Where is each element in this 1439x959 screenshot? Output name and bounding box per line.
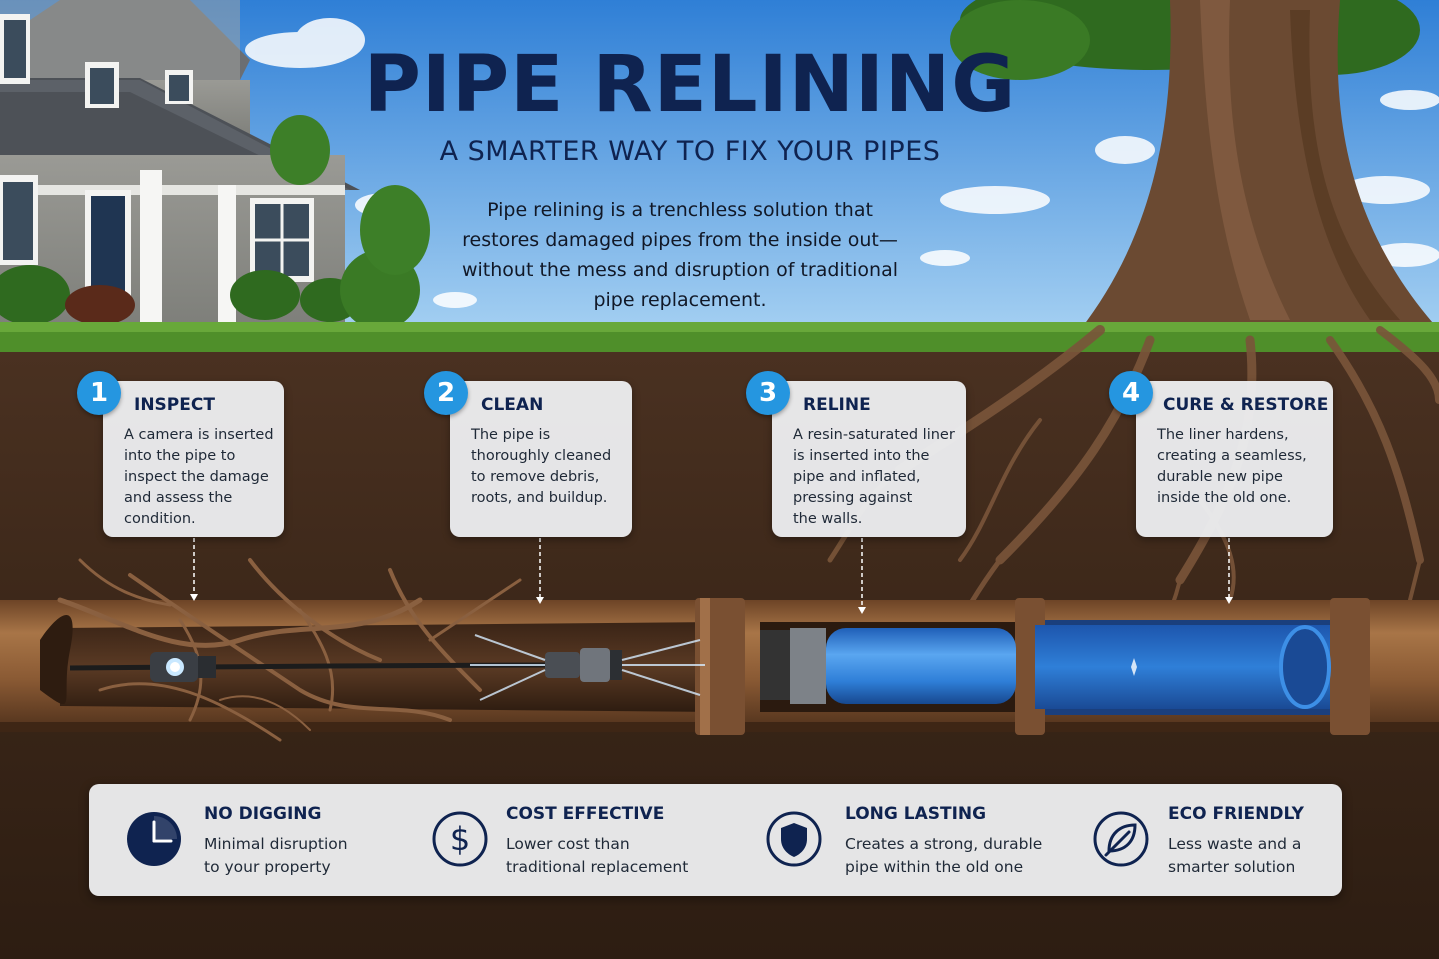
header: PIPE RELINING A SMARTER WAY TO FIX YOUR … [360,40,1020,167]
benefit-long-lasting: LONG LASTING Creates a strong, durable p… [765,784,1065,896]
leaf-icon [1093,811,1149,867]
step-desc-line: pipe and inflated, [793,469,921,485]
step-desc-line: inspect the damage [124,469,269,485]
benefit-title: NO DIGGING [204,804,322,824]
benefit-desc-line: Minimal disruption [204,835,348,853]
step-desc-line: A camera is inserted [124,427,274,443]
step-desc-line: The liner hardens, [1157,427,1289,443]
benefit-title: ECO FRIENDLY [1168,804,1304,824]
step-desc-line: into the pipe to [124,448,236,464]
benefit-title: LONG LASTING [845,804,987,824]
cleaning-tool [329,634,705,701]
step-desc-line: to remove debris, [471,469,600,485]
page-subtitle: A SMARTER WAY TO FIX YOUR PIPES [439,136,941,167]
step-desc-line: pressing against [793,490,913,506]
step-desc-line: is inserted into the [793,448,930,464]
step-card-reline: RELINE A resin-saturated liner is insert… [772,381,966,537]
page-title: PIPE RELINING [363,40,1017,130]
benefit-description: Creates a strong, durable pipe within th… [845,833,1085,879]
step-title: CLEAN [481,395,544,415]
step-desc-line: and assess the [124,490,233,506]
clouds [245,18,1439,308]
intro-text: Pipe relining is a trenchless solution t… [440,195,920,315]
step-connectors [193,538,1230,610]
intro-line: Pipe relining is a trenchless solution t… [487,199,873,221]
benefit-desc-line: pipe within the old one [845,858,1024,876]
step-desc-line: inside the old one. [1157,490,1292,506]
svg-text:$: $ [450,820,470,858]
benefit-desc-line: traditional replacement [506,858,689,876]
step-card-inspect: INSPECT A camera is inserted into the pi… [103,381,284,537]
step-description: A camera is inserted into the pipe to in… [124,425,274,530]
tree-illustration [950,0,1439,330]
step-desc-line: creating a seamless, [1157,448,1307,464]
benefit-desc-line: Creates a strong, durable [845,835,1043,853]
step-desc-line: A resin-saturated liner [793,427,955,443]
pipe-roots [57,558,522,742]
benefits-panel: NO DIGGING Minimal disruption to your pr… [89,784,1342,896]
shield-icon [766,811,822,867]
benefit-cost-effective: $ COST EFFECTIVE Lower cost than traditi… [431,784,731,896]
bushes [0,115,430,330]
step-desc-line: The pipe is [471,427,551,443]
step-number-badge: 4 [1109,371,1153,415]
connector-arrows [190,594,1233,614]
benefit-desc-line: Less waste and a [1168,835,1302,853]
step-desc-line: roots, and buildup. [471,490,608,506]
step-title: RELINE [803,395,871,415]
benefit-desc-line: Lower cost than [506,835,630,853]
step-desc-line: durable new pipe [1157,469,1283,485]
step-card-clean: CLEAN The pipe is thoroughly cleaned to … [450,381,632,537]
step-desc-line: thoroughly cleaned [471,448,612,464]
step-title: INSPECT [134,395,215,415]
step-desc-line: condition. [124,511,196,527]
clock-icon [127,812,181,866]
benefit-title: COST EFFECTIVE [506,804,665,824]
step-title: CURE & RESTORE [1163,395,1329,415]
step-desc-line: the walls. [793,511,863,527]
dollar-icon: $ [432,811,488,867]
step-number-badge: 2 [424,371,468,415]
intro-line: without the mess and disruption of tradi… [461,259,898,281]
benefit-no-digging: NO DIGGING Minimal disruption to your pr… [125,784,405,896]
benefit-desc-line: smarter solution [1168,858,1296,876]
step-number-badge: 1 [77,371,121,415]
inspection-camera [69,652,331,682]
benefit-eco-friendly: ECO FRIENDLY Less waste and a smarter so… [1092,784,1332,896]
benefit-description: Lower cost than traditional replacement [506,833,746,879]
benefit-description: Minimal disruption to your property [204,833,444,879]
step-number-badge: 3 [746,371,790,415]
intro-line: restores damaged pipes from the inside o… [462,229,898,251]
intro-line: pipe replacement. [593,289,767,311]
restored-pipe [1035,625,1331,709]
benefit-description: Less waste and a smarter solution [1168,833,1408,879]
step-card-cure-restore: CURE & RESTORE The liner hardens, creati… [1136,381,1333,537]
step-description: The liner hardens, creating a seamless, … [1157,425,1307,509]
step-description: A resin-saturated liner is inserted into… [793,425,955,530]
step-description: The pipe is thoroughly cleaned to remove… [471,425,611,509]
resin-liner [760,628,1016,704]
benefit-desc-line: to your property [204,858,331,876]
